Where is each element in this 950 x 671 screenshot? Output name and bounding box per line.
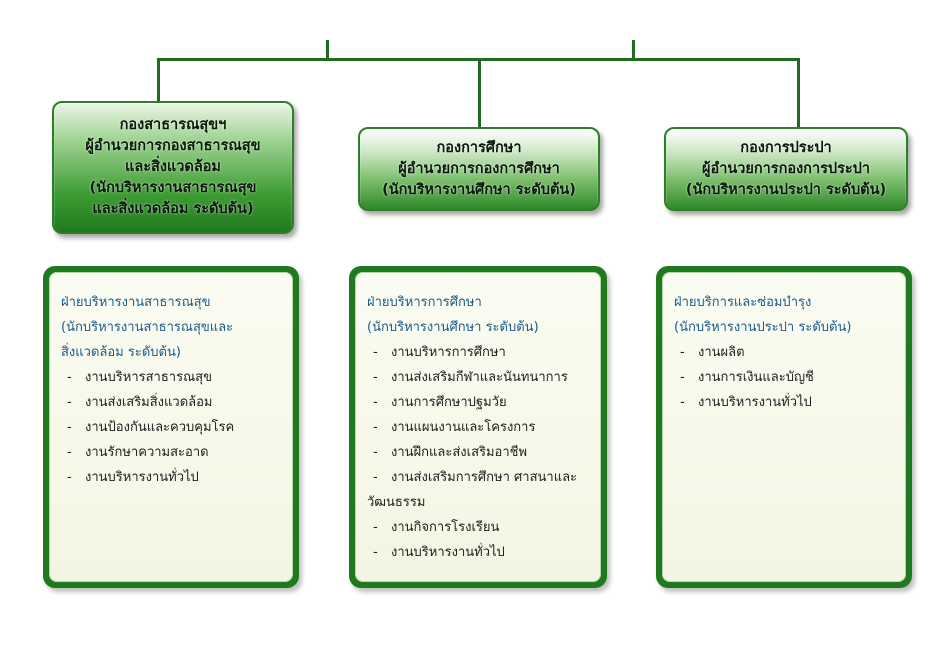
task-item: -งานผลิต bbox=[674, 340, 894, 365]
department-box-public-health: ฝ่ายบริหารงานสาธารณสุข (นักบริหารงานสาธา… bbox=[43, 266, 299, 588]
division-head-education: กองการศึกษา ผู้อำนวยการกองการศึกษา (นักบ… bbox=[358, 127, 600, 211]
bullet-dash: - bbox=[67, 395, 72, 410]
bullet-dash: - bbox=[680, 345, 685, 360]
task-item: -งานรักษาความสะอาด bbox=[61, 440, 281, 465]
head-line: และสิ่งแวดล้อม bbox=[124, 159, 221, 175]
bullet-dash: - bbox=[373, 420, 378, 435]
task-list: -งานผลิต -งานการเงินและบัญชี -งานบริหารง… bbox=[674, 340, 894, 415]
department-title-line: (นักบริหารงานศึกษา ระดับต้น) bbox=[367, 320, 539, 335]
bullet-dash: - bbox=[67, 370, 72, 385]
bullet-dash: - bbox=[373, 545, 378, 560]
head-line: กองการศึกษา bbox=[436, 139, 522, 156]
department-panel: ฝ่ายบริการและซ่อมบำรุง (นักบริหารงานประป… bbox=[662, 272, 906, 582]
task-item: -งานป้องกันและควบคุมโรค bbox=[61, 415, 281, 440]
department-title-line: ฝ่ายบริหารงานสาธารณสุข bbox=[61, 295, 211, 310]
department-title-line: ฝ่ายบริการและซ่อมบำรุง bbox=[674, 295, 812, 310]
department-panel: ฝ่ายบริหารงานสาธารณสุข (นักบริหารงานสาธา… bbox=[49, 272, 293, 582]
bullet-dash: - bbox=[373, 520, 378, 535]
task-item: -งานส่งเสริมสิ่งแวดล้อม bbox=[61, 390, 281, 415]
task-label-continuation: วัฒนธรรม bbox=[367, 495, 426, 510]
bullet-dash: - bbox=[373, 345, 378, 360]
task-item-continuation: วัฒนธรรม bbox=[367, 490, 589, 515]
bullet-dash: - bbox=[67, 470, 72, 485]
bullet-dash: - bbox=[680, 370, 685, 385]
task-label: งานการเงินและบัญชี bbox=[698, 370, 814, 385]
task-list: -งานบริหารการศึกษา -งานส่งเสริมกีฬาและนั… bbox=[367, 340, 589, 565]
task-item: -งานบริหารสาธารณสุข bbox=[61, 365, 281, 390]
task-item: -งานการเงินและบัญชี bbox=[674, 365, 894, 390]
head-line: ผู้อำนวยการกองการประปา bbox=[701, 160, 870, 177]
department-title-line: สิ่งแวดล้อม ระดับต้น) bbox=[61, 345, 181, 360]
task-item: -งานบริหารงานทั่วไป bbox=[61, 465, 281, 490]
head-line: ผู้อำนวยการกองการศึกษา bbox=[398, 160, 560, 177]
task-label: งานการศึกษาปฐมวัย bbox=[391, 395, 507, 410]
bullet-dash: - bbox=[680, 395, 685, 410]
connector-stub-right bbox=[632, 40, 635, 61]
department-box-waterworks: ฝ่ายบริการและซ่อมบำรุง (นักบริหารงานประป… bbox=[656, 266, 912, 588]
task-label: งานส่งเสริมกีฬาและนันทนาการ bbox=[391, 370, 568, 385]
task-label: งานบริหารสาธารณสุข bbox=[85, 370, 212, 385]
department-title-line: (นักบริหารงานประปา ระดับต้น) bbox=[674, 320, 852, 335]
task-item: -งานส่งเสริมการศึกษา ศาสนาและ bbox=[367, 465, 589, 490]
division-head-public-health: กองสาธารณสุขฯ ผู้อำนวยการกองสาธารณสุข แล… bbox=[52, 101, 294, 234]
bullet-dash: - bbox=[373, 445, 378, 460]
bullet-dash: - bbox=[373, 395, 378, 410]
connector-drop-3 bbox=[797, 58, 800, 128]
bullet-dash: - bbox=[373, 370, 378, 385]
task-item: -งานบริหารงานทั่วไป bbox=[367, 540, 589, 565]
task-label: งานรักษาความสะอาด bbox=[85, 445, 209, 460]
task-label: งานฝึกและส่งเสริมอาชีพ bbox=[391, 445, 528, 460]
task-item: -งานส่งเสริมกีฬาและนันทนาการ bbox=[367, 365, 589, 390]
head-line: ผู้อำนวยการกองสาธารณสุข bbox=[85, 138, 261, 154]
head-line: (นักบริหารงานสาธารณสุข bbox=[89, 180, 257, 196]
task-list: -งานบริหารสาธารณสุข -งานส่งเสริมสิ่งแวดล… bbox=[61, 365, 281, 490]
division-head-waterworks: กองการประปา ผู้อำนวยการกองการประปา (นักบ… bbox=[664, 127, 908, 211]
bullet-dash: - bbox=[67, 445, 72, 460]
task-label: งานส่งเสริมการศึกษา ศาสนาและ bbox=[391, 470, 578, 485]
bullet-dash: - bbox=[373, 470, 378, 485]
task-label: งานบริหารงานทั่วไป bbox=[391, 545, 505, 560]
bullet-dash: - bbox=[67, 420, 72, 435]
head-line: (นักบริหารงานศึกษา ระดับต้น) bbox=[382, 181, 576, 198]
head-line: (นักบริหารงานประปา ระดับต้น) bbox=[685, 181, 887, 198]
department-panel: ฝ่ายบริหารการศึกษา (นักบริหารงานศึกษา ระ… bbox=[355, 272, 601, 582]
head-line: กองการประปา bbox=[740, 139, 832, 156]
connector-stub-left bbox=[326, 40, 329, 61]
task-label: งานบริหารงานทั่วไป bbox=[698, 395, 812, 410]
department-title-line: (นักบริหารงานสาธารณสุขและ bbox=[61, 320, 234, 335]
task-label: งานแผนงานและโครงการ bbox=[391, 420, 536, 435]
department-title-line: ฝ่ายบริหารการศึกษา bbox=[367, 295, 482, 310]
head-line: กองสาธารณสุขฯ bbox=[119, 117, 227, 133]
task-label: งานบริหารงานทั่วไป bbox=[85, 470, 199, 485]
task-item: -งานกิจการโรงเรียน bbox=[367, 515, 589, 540]
head-line: และสิ่งแวดล้อม ระดับต้น) bbox=[92, 201, 254, 217]
task-item: -งานฝึกและส่งเสริมอาชีพ bbox=[367, 440, 589, 465]
task-item: -งานแผนงานและโครงการ bbox=[367, 415, 589, 440]
task-label: งานบริหารการศึกษา bbox=[391, 345, 506, 360]
connector-drop-1 bbox=[157, 58, 160, 102]
task-label: งานกิจการโรงเรียน bbox=[391, 520, 500, 535]
task-item: -งานบริหารงานทั่วไป bbox=[674, 390, 894, 415]
task-label: งานป้องกันและควบคุมโรค bbox=[85, 420, 235, 435]
task-label: งานผลิต bbox=[698, 345, 745, 360]
connector-drop-2 bbox=[478, 58, 481, 128]
task-item: -งานบริหารการศึกษา bbox=[367, 340, 589, 365]
task-label: งานส่งเสริมสิ่งแวดล้อม bbox=[85, 395, 213, 410]
task-item: -งานการศึกษาปฐมวัย bbox=[367, 390, 589, 415]
department-box-education: ฝ่ายบริหารการศึกษา (นักบริหารงานศึกษา ระ… bbox=[349, 266, 607, 588]
